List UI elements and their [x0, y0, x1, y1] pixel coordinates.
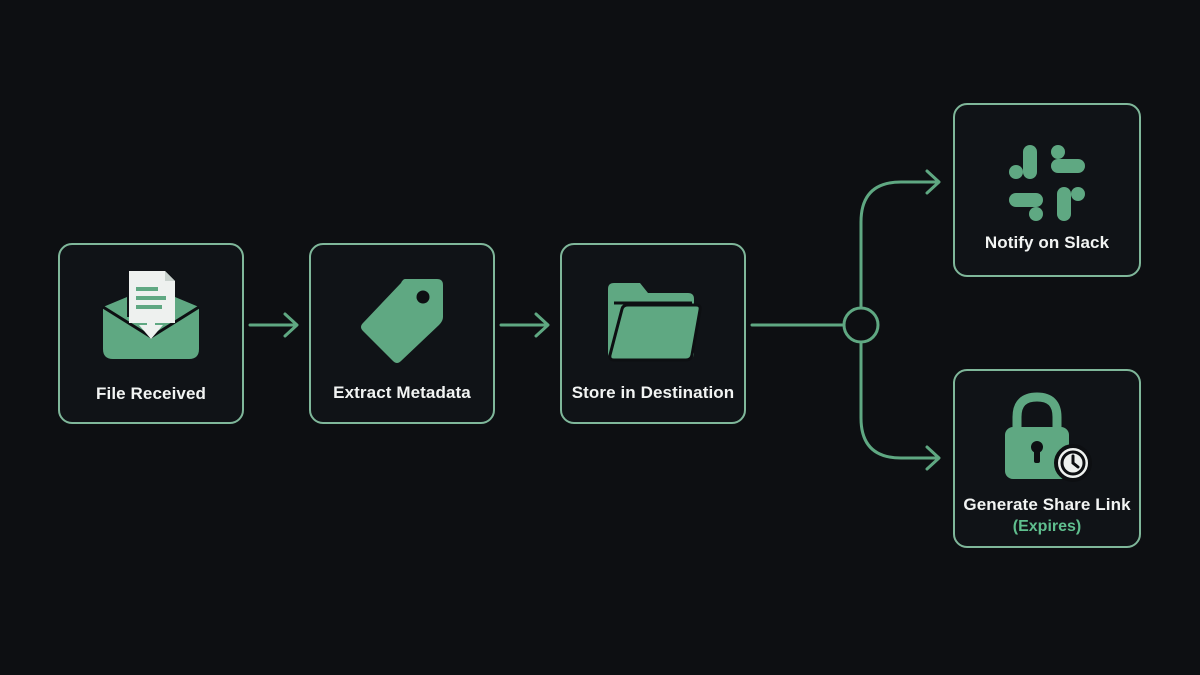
tag-icon	[311, 273, 493, 365]
lock-clock-icon	[955, 391, 1139, 483]
arrow-extract-to-store	[499, 312, 550, 338]
node-label: Notify on Slack	[984, 233, 1110, 252]
folder-icon	[562, 281, 744, 363]
node-extract-metadata[interactable]: Extract Metadata	[309, 243, 495, 424]
node-share-link[interactable]: Generate Share Link (Expires)	[953, 369, 1141, 548]
node-file-received[interactable]: File Received	[58, 243, 244, 424]
node-label: Extract Metadata	[333, 383, 471, 402]
arrow-branch-to-share	[859, 340, 941, 471]
inbox-download-icon	[60, 267, 242, 363]
arrow-branch-to-slack	[859, 169, 941, 310]
node-store-destination[interactable]: Store in Destination	[560, 243, 746, 424]
slack-icon	[955, 141, 1139, 225]
node-label: Store in Destination	[571, 383, 735, 402]
node-label: File Received	[96, 384, 206, 403]
node-sublabel: (Expires)	[1012, 518, 1082, 535]
branch-node	[842, 306, 880, 344]
node-notify-slack[interactable]: Notify on Slack	[953, 103, 1141, 277]
node-label: Generate Share Link	[963, 495, 1131, 514]
arrow-file-to-extract	[248, 312, 299, 338]
